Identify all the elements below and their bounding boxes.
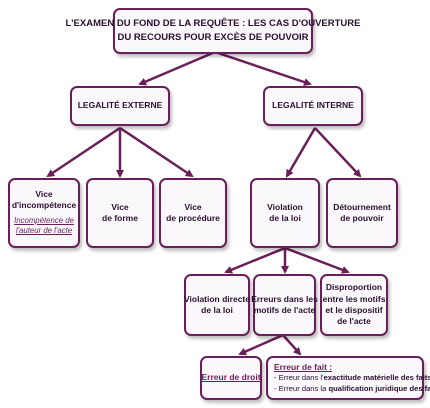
root-line-2: DU RECOURS POUR EXCÈS DE POUVOIR bbox=[117, 32, 309, 43]
arrow-root-to-external bbox=[138, 50, 216, 86]
arrow-root-to-internal bbox=[214, 50, 312, 86]
internal-legality-label: LEGALITÉ INTERNE bbox=[272, 100, 354, 111]
violation-directe-line-1: Violation directe bbox=[184, 293, 250, 304]
disproportion-line-1: Disproportion bbox=[325, 282, 383, 293]
erreur-fait-item-1-prefix: - Erreur dans l' bbox=[274, 373, 324, 383]
internal-legality-node: LEGALITÉ INTERNE bbox=[263, 86, 363, 126]
arrow-motifs-to-erreur-droit bbox=[238, 333, 284, 356]
disproportion-line-2: entre les motifs bbox=[322, 293, 386, 304]
erreur-fait-node: Erreur de fait : - Erreur dans l'exactit… bbox=[266, 356, 430, 400]
incompetence-line-1: Vice bbox=[35, 189, 53, 200]
external-legality-label: LEGALITÉ EXTERNE bbox=[77, 100, 163, 111]
arrow-internal-to-detournement bbox=[314, 127, 362, 178]
erreur-fait-title: Erreur de fait : bbox=[274, 362, 333, 373]
violation-line-1: Violation bbox=[267, 201, 303, 212]
erreurs-motifs-line-2: motifs de l'acte bbox=[253, 305, 316, 315]
erreur-fait-item-1: - Erreur dans l'exactitude matérielle de… bbox=[274, 373, 430, 383]
violation-directe-node: Violation directe de la loi bbox=[184, 274, 250, 336]
incompetence-line-2: d'incompétence bbox=[11, 200, 77, 211]
erreur-fait-item-2-bold: qualification juridique des faits bbox=[328, 383, 430, 393]
disproportion-line-3: et le dispositif bbox=[325, 305, 383, 315]
incompetence-note-1: Incompétence de bbox=[14, 215, 74, 225]
erreurs-motifs-node: Erreurs dans les motifs de l'acte bbox=[251, 274, 318, 336]
forme-line-2: de forme bbox=[102, 213, 138, 223]
violation-loi-node: Violation de la loi bbox=[250, 178, 320, 248]
arrow-violation-to-directe bbox=[224, 246, 286, 274]
procedure-line-1: Vice bbox=[184, 201, 202, 212]
arrow-violation-to-disproportion bbox=[284, 246, 350, 274]
disproportion-line-4: de l'acte bbox=[337, 316, 371, 327]
incompetence-note-2: l'auteur de l'acte bbox=[15, 226, 73, 236]
erreur-fait-item-1-bold: exactitude matérielle des faits bbox=[323, 373, 430, 383]
procedure-line-2: de procédure bbox=[166, 213, 220, 223]
forme-line-1: Vice bbox=[111, 201, 129, 212]
erreur-droit-node: Erreur de droit bbox=[200, 356, 262, 400]
forme-node: Vice de forme bbox=[86, 178, 154, 248]
detournement-node: Détournement de pouvoir bbox=[326, 178, 398, 248]
root-node: L'EXAMEN DU FOND DE LA REQUÊTE : LES CAS… bbox=[66, 8, 361, 54]
detournement-line-2: de pouvoir bbox=[340, 213, 384, 223]
violation-directe-line-2: de la loi bbox=[201, 305, 233, 315]
arrow-motifs-to-erreur-fait bbox=[282, 334, 302, 356]
arrow-external-to-procedure bbox=[119, 126, 194, 178]
incompetence-node: Vice d'incompétence Incompétence de l'au… bbox=[8, 178, 80, 248]
root-line-1: L'EXAMEN DU FOND DE LA REQUÊTE : LES CAS… bbox=[65, 18, 361, 30]
violation-line-2: de la loi bbox=[269, 213, 301, 223]
external-legality-node: LEGALITÉ EXTERNE bbox=[70, 86, 170, 126]
erreur-fait-item-2-prefix: - Erreur dans la bbox=[274, 383, 329, 393]
detournement-line-1: Détournement bbox=[333, 201, 391, 212]
erreur-fait-item-2: - Erreur dans la qualification juridique… bbox=[274, 384, 430, 394]
disproportion-node: Disproportion entre les motifs et le dis… bbox=[320, 274, 388, 336]
arrow-internal-to-violation bbox=[285, 127, 317, 178]
arrow-external-to-incompetence bbox=[46, 126, 121, 178]
procedure-node: Vice de procédure bbox=[159, 178, 227, 248]
erreur-droit-label: Erreur de droit bbox=[201, 372, 261, 383]
erreurs-motifs-line-1: Erreurs dans les bbox=[251, 293, 318, 304]
